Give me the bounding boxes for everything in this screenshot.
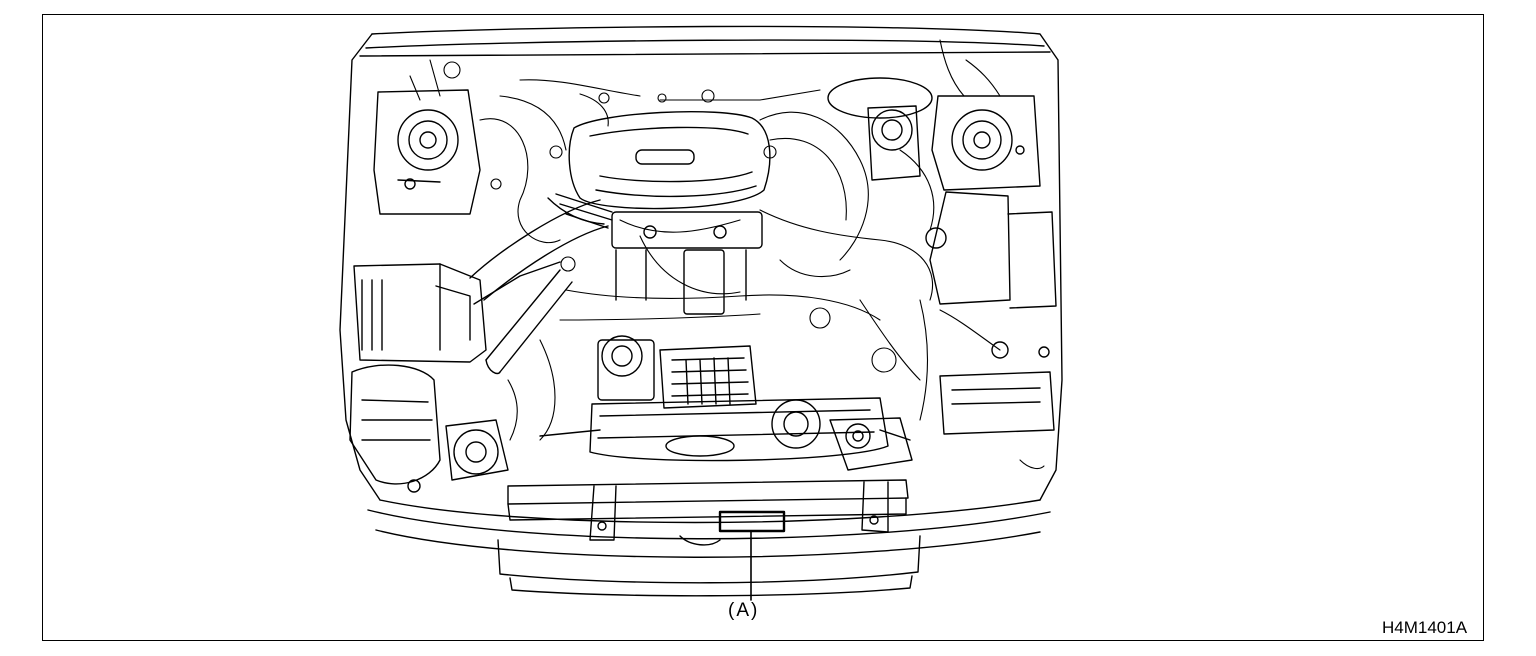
callout-label-a: (A)	[728, 600, 760, 621]
left-lower-component	[445, 419, 509, 481]
intake-plenum-cover	[568, 110, 771, 210]
crank-pulley	[665, 399, 821, 457]
figure-frame	[42, 14, 1484, 641]
washer-tank	[349, 364, 441, 493]
intake-manifold	[611, 211, 763, 315]
body-outline	[339, 25, 1063, 597]
right-strut-tower	[931, 95, 1041, 191]
timing-belt-cover	[539, 397, 911, 462]
right-lower-component	[829, 417, 913, 471]
air-cleaner-box	[353, 263, 487, 363]
figure-code: H4M1401A	[1382, 618, 1468, 637]
radiator-support	[507, 479, 909, 546]
battery-fuse-box	[925, 191, 1057, 435]
misc-details	[409, 59, 1045, 470]
left-strut-tower	[373, 89, 481, 215]
hoses-and-wiring	[479, 39, 1001, 441]
air-intake-duct	[469, 193, 613, 375]
brake-reservoir	[827, 77, 933, 181]
alternator	[597, 335, 757, 409]
label-plate-A	[718, 510, 786, 601]
